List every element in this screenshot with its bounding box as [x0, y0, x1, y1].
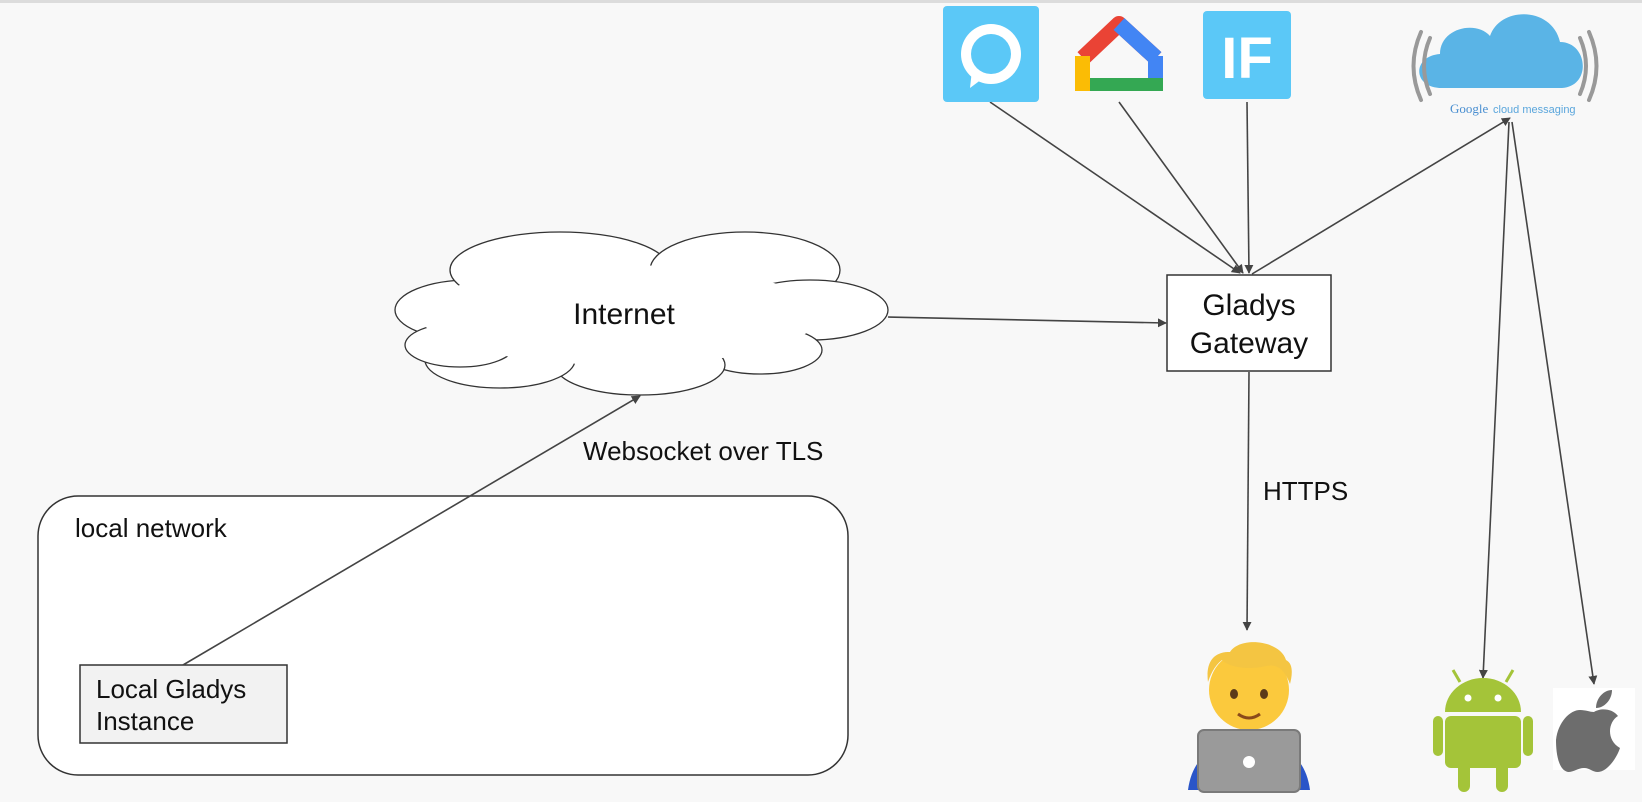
ifttt-icon-text: IF: [1221, 26, 1273, 91]
gcm-to-android-edge: [1478, 121, 1510, 679]
websocket-edge: [182, 395, 641, 666]
gcm-to-apple-edge: [1511, 121, 1598, 685]
local-instance-label-line1: Local Gladys: [96, 674, 246, 704]
alexa-to-gateway-edge: [989, 101, 1241, 274]
googlehome-to-gateway-edge: [1118, 101, 1244, 274]
websocket-edge-label: Websocket over TLS: [583, 436, 823, 466]
local-instance-label-line2: Instance: [96, 706, 194, 736]
local-gladys-instance-node: Local Gladys Instance: [79, 664, 288, 744]
android-icon: [1433, 669, 1533, 792]
alexa-icon: [943, 6, 1039, 102]
google-home-icon: [1075, 16, 1163, 91]
internet-label: Internet: [573, 298, 675, 331]
gcm-caption-text: cloud messaging: [1493, 104, 1576, 116]
gladys-gateway-node: Gladys Gateway: [1166, 274, 1332, 372]
internet-cloud-node: [394, 231, 889, 396]
gateway-label-line1: Gladys: [1202, 289, 1295, 322]
edges: [182, 101, 1598, 685]
local-network-label: local network: [75, 513, 228, 543]
top-border: [0, 0, 1642, 3]
gateway-to-gcm-edge: [1251, 117, 1511, 275]
apple-icon: [1553, 688, 1635, 772]
gateway-label-line2: Gateway: [1190, 327, 1308, 360]
https-edge: [1242, 371, 1252, 631]
google-cloud-messaging-icon: Google cloud messaging: [1411, 14, 1599, 116]
gcm-brand-text: Google: [1450, 101, 1489, 116]
user-laptop-icon: [1188, 642, 1310, 793]
internet-to-gateway-edge: [887, 316, 1167, 328]
ifttt-to-gateway-edge: [1244, 101, 1254, 274]
https-edge-label: HTTPS: [1263, 476, 1348, 506]
ifttt-icon: IF: [1203, 11, 1291, 99]
